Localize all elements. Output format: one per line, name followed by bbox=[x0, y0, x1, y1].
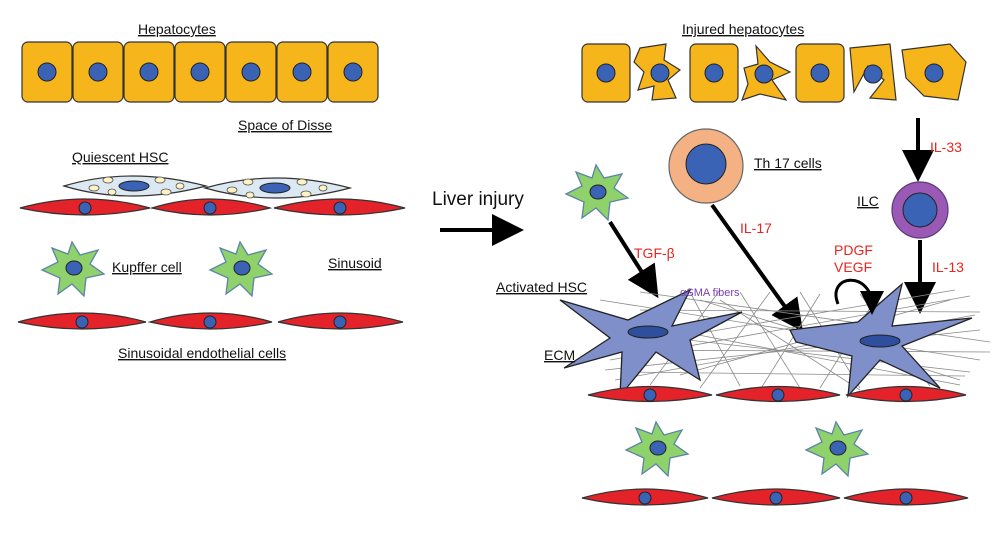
hepatocyte bbox=[581, 43, 631, 103]
hepatocyte bbox=[225, 41, 277, 103]
sinusoid-label: Sinusoid bbox=[328, 255, 382, 271]
ecm-label: ECM bbox=[544, 347, 575, 363]
hepatocyte bbox=[327, 41, 379, 103]
kupffer-cell bbox=[804, 420, 870, 478]
damaged-hepatocyte bbox=[901, 43, 967, 101]
hepatocyte bbox=[689, 43, 739, 103]
kupffer-cell bbox=[624, 420, 690, 478]
activated-hsc bbox=[559, 288, 743, 398]
pdgf-vegf-loop-arrow bbox=[834, 278, 884, 315]
damaged-hepatocyte bbox=[740, 44, 792, 101]
endothelial-row bbox=[19, 198, 406, 216]
activated-hsc bbox=[789, 282, 973, 398]
hepatocyte bbox=[21, 41, 73, 103]
injured-hepatocyte-row bbox=[581, 43, 967, 103]
kupffer-cell bbox=[208, 240, 274, 298]
hepatocyte bbox=[72, 41, 124, 103]
endothelial-row bbox=[17, 312, 404, 330]
ilc-cell bbox=[891, 181, 949, 239]
vegf-label: VEGF bbox=[834, 259, 872, 275]
damaged-hepatocyte bbox=[849, 43, 897, 101]
endothelial-row bbox=[587, 385, 967, 403]
hepatocyte bbox=[174, 41, 226, 103]
il33-label: IL-33 bbox=[930, 139, 962, 155]
il17-arrow bbox=[710, 203, 803, 332]
il17-label: IL-17 bbox=[740, 220, 772, 236]
hepatocytes-label: Hepatocytes bbox=[138, 21, 216, 37]
kupffer-cell bbox=[40, 240, 106, 298]
th17-cell bbox=[668, 128, 744, 204]
sinusoidal-endothelial-cells-label: Sinusoidal endothelial cells bbox=[118, 345, 286, 361]
tgf-beta-label: TGF-β bbox=[634, 245, 675, 261]
activated-hsc-label: Activated HSC bbox=[496, 279, 587, 295]
il13-label: IL-13 bbox=[932, 259, 964, 275]
kupffer-cell bbox=[564, 163, 630, 222]
kupffer-cell-label: Kupffer cell bbox=[112, 259, 182, 275]
space-of-disse-label: Space of Disse bbox=[238, 117, 332, 133]
liver-injury-label: Liver injury bbox=[432, 189, 524, 210]
hepatocyte-row bbox=[21, 41, 379, 103]
ilc-label: ILC bbox=[857, 193, 879, 209]
asma-fibers-label: αSMA fibers bbox=[680, 287, 740, 299]
pdgf-label: PDGF bbox=[834, 242, 873, 258]
endothelial-row bbox=[581, 488, 969, 506]
damaged-hepatocyte bbox=[633, 43, 682, 101]
tgf-beta-arrow bbox=[608, 220, 659, 299]
quiescent-hsc-label: Quiescent HSC bbox=[72, 149, 168, 165]
th17-label: Th 17 cells bbox=[754, 155, 822, 171]
injured-hepatocytes-label: Injured hepatocytes bbox=[682, 21, 804, 37]
hepatocyte bbox=[123, 41, 175, 103]
quiescent-hsc bbox=[202, 177, 353, 199]
hepatocyte bbox=[276, 41, 328, 103]
quiescent-hsc bbox=[61, 175, 209, 197]
hepatocyte bbox=[795, 43, 845, 103]
